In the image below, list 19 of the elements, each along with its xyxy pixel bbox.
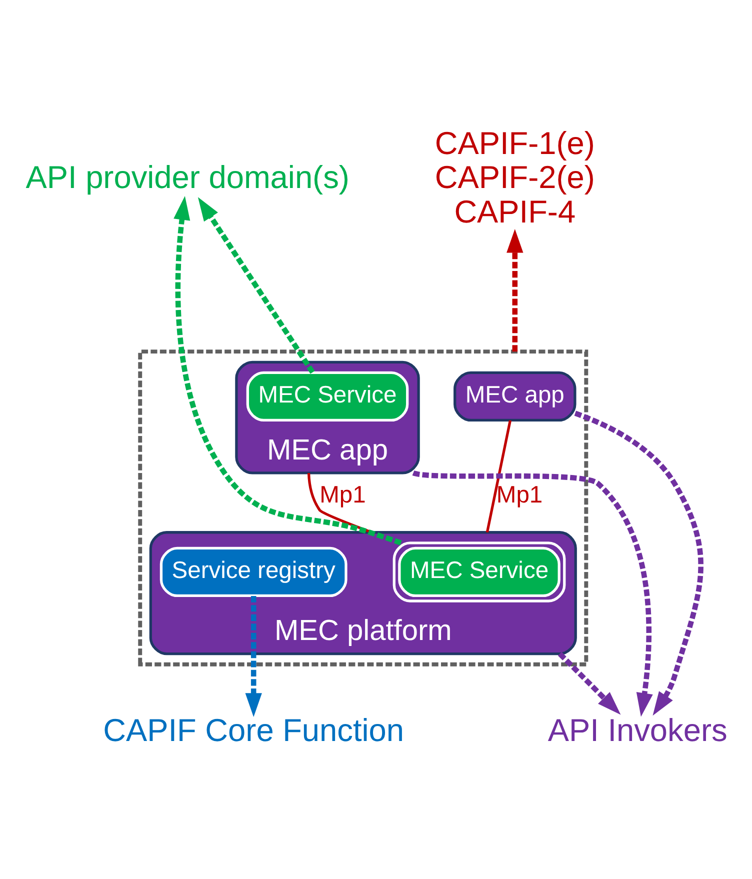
arrow — [198, 196, 315, 374]
edge-label: Mp1 — [320, 481, 366, 508]
arrow — [174, 196, 402, 545]
node-text: CAPIF-1(e) CAPIF-2(e) CAPIF-4 — [434, 124, 595, 230]
node-box: MEC app — [454, 370, 576, 422]
arrow — [558, 651, 621, 714]
arrow — [412, 470, 653, 716]
node-box: Service registry — [160, 546, 348, 597]
connector — [486, 420, 512, 532]
arrow — [245, 595, 262, 716]
node-text: CAPIF Core Function — [103, 712, 404, 748]
node-box: MEC Service — [392, 541, 566, 602]
arrow — [574, 410, 704, 716]
node-text: API Invokers — [548, 712, 728, 748]
cluster — [138, 349, 588, 666]
edge-label: Mp1 — [496, 481, 543, 508]
node-box: MEC Service — [246, 370, 409, 422]
arrow — [506, 228, 524, 352]
node-text: API provider domain(s) — [26, 158, 350, 195]
